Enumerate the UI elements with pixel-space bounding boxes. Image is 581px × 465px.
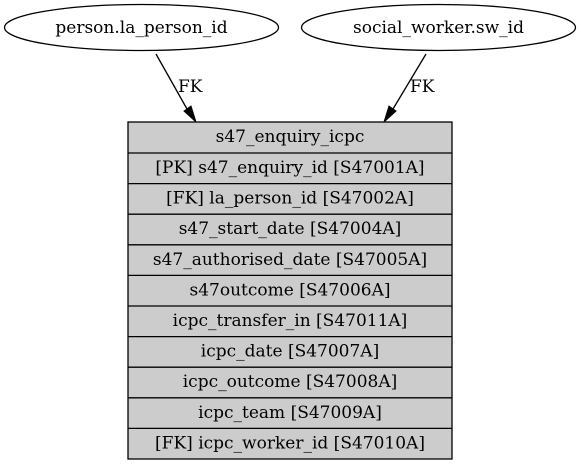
table-field-label: [FK] la_person_id [S47002A] [166, 189, 414, 209]
table-field-label: s47outcome [S47006A] [190, 280, 391, 300]
table-field-label: icpc_date [S47007A] [201, 342, 379, 362]
person-fk-arrowhead [183, 105, 198, 124]
table-outline [127, 121, 453, 460]
s47-enquiry-icpc-table[interactable]: s47_enquiry_icpc [PK] s47_enquiry_id [S4… [127, 121, 453, 460]
table-field-label: s47_start_date [S47004A] [179, 219, 402, 239]
table-field-row: icpc_transfer_in [S47011A] [128, 305, 452, 331]
table-field-row: [FK] icpc_worker_id [S47010A] [128, 427, 452, 453]
social-worker-node[interactable]: social_worker.sw_id [300, 3, 577, 52]
table-field-label: s47_authorised_date [S47005A] [153, 250, 427, 270]
table-field-row: icpc_team [S47009A] [128, 397, 452, 423]
person-node[interactable]: person.la_person_id [3, 3, 280, 52]
table-field-label: icpc_transfer_in [S47011A] [173, 311, 408, 331]
table-field-row: s47outcome [S47006A] [128, 274, 452, 300]
person-fk-edge: FK [155, 53, 203, 124]
table-fields: [PK] s47_enquiry_id [S47001A] [FK] la_per… [128, 152, 452, 453]
social-worker-node-label: social_worker.sw_id [353, 18, 524, 38]
person-fk-label: FK [178, 77, 203, 97]
social-worker-node-ellipse [300, 3, 577, 52]
social-worker-fk-edge: FK [382, 53, 435, 124]
social-worker-fk-label: FK [410, 77, 435, 97]
table-field-row: [FK] la_person_id [S47002A] [128, 182, 452, 209]
table-field-row: icpc_outcome [S47008A] [128, 366, 452, 392]
person-fk-edge-line [155, 53, 188, 110]
table-field-label: icpc_team [S47009A] [198, 403, 382, 423]
table-title: s47_enquiry_icpc [216, 127, 365, 147]
social-worker-fk-arrowhead [382, 105, 397, 124]
social-worker-fk-edge-line [392, 53, 427, 110]
table-field-label: [FK] icpc_worker_id [S47010A] [155, 433, 425, 453]
table-field-row: s47_start_date [S47004A] [128, 213, 452, 239]
table-field-row: s47_authorised_date [S47005A] [128, 244, 452, 270]
table-field-row: [PK] s47_enquiry_id [S47001A] [128, 152, 452, 178]
person-node-ellipse [3, 3, 280, 52]
table-field-row: icpc_date [S47007A] [128, 335, 452, 362]
table-field-label: icpc_outcome [S47008A] [183, 372, 397, 392]
person-node-label: person.la_person_id [55, 18, 227, 38]
table-field-label: [PK] s47_enquiry_id [S47001A] [155, 158, 424, 178]
